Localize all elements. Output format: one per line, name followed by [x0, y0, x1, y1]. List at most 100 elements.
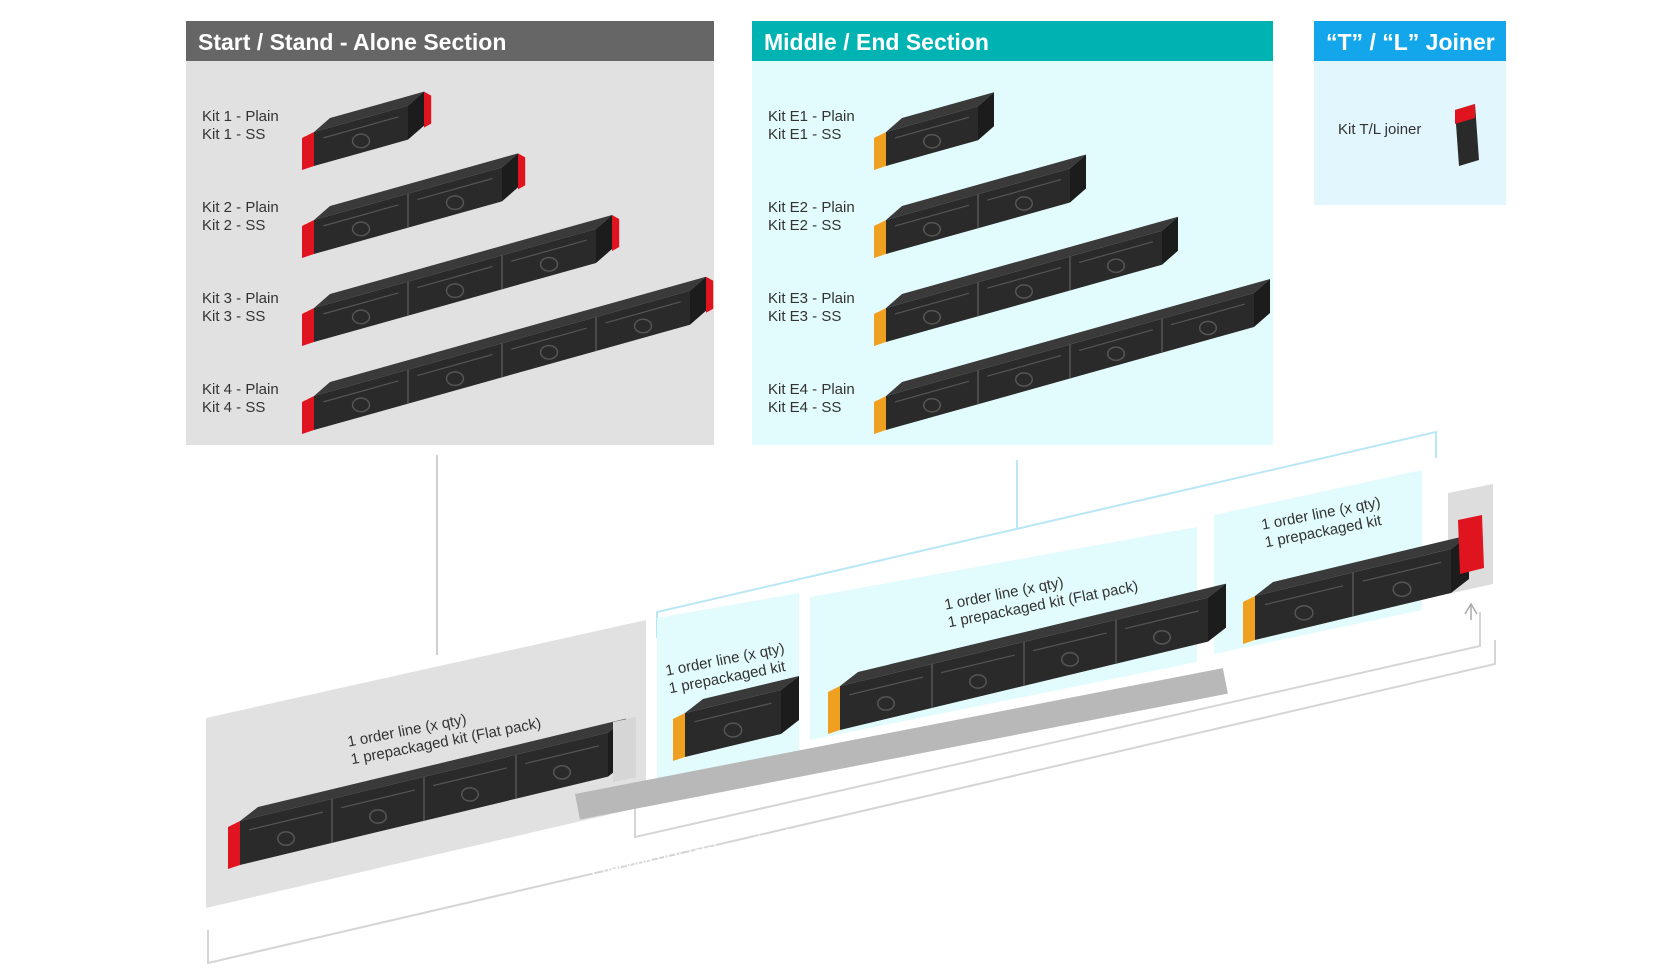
module-top-face: [685, 675, 799, 713]
module-top-face: [314, 276, 706, 396]
middle-kit-3-label: Kit E3 - Plain Kit E3 - SS: [768, 290, 855, 326]
kit-plain-label: Kit 2 - Plain: [202, 199, 279, 216]
module-side-face: [1208, 583, 1226, 642]
module-hole-icon: [1294, 605, 1314, 621]
end-cap-left: [874, 132, 886, 170]
kit-ss-label: Kit 4 - SS: [202, 399, 266, 416]
inner-check-bracket: [634, 612, 1481, 839]
module-detail-line: [417, 353, 493, 377]
middle-section-title: Middle / End Section: [752, 21, 1273, 61]
module-hole-icon: [1014, 196, 1034, 211]
module-hole-icon: [723, 722, 743, 738]
module-detail-line: [987, 354, 1061, 377]
end-cap-left: [673, 713, 685, 761]
end-cap-left: [874, 308, 886, 346]
module-detail-line: [511, 239, 587, 262]
middle-kit-2-label: Kit E2 - Plain Kit E2 - SS: [768, 199, 855, 235]
module-detail-line: [417, 265, 493, 289]
kit-drawings-layer: [228, 91, 1484, 869]
kit-ss-label: Kit E4 - SS: [768, 399, 842, 416]
module-side-face: [690, 276, 706, 325]
kit-ss-label: Kit E3 - SS: [768, 308, 842, 325]
start-kit-3-label: Kit 3 - Plain Kit 3 - SS: [202, 290, 279, 326]
module-hole-icon: [1060, 652, 1080, 667]
module-detail-line: [525, 745, 599, 765]
module-top-face: [886, 92, 994, 132]
end-cap-left: [302, 308, 314, 346]
module-hole-icon: [445, 195, 465, 211]
module-side-face: [978, 92, 994, 141]
module-hole-icon: [1014, 284, 1034, 299]
module-top-face: [240, 718, 626, 821]
kit-ss-label: Kit 1 - SS: [202, 126, 266, 143]
module-detail-line: [694, 702, 772, 723]
module-detail-line: [849, 676, 923, 696]
module-detail-line: [341, 789, 415, 809]
module-detail-line: [1264, 585, 1344, 606]
kit-plain-label: Kit E1 - Plain: [768, 108, 855, 125]
module-hole-icon: [351, 397, 371, 413]
module-hole-icon: [552, 764, 572, 780]
module-side-face: [1070, 154, 1086, 203]
module-side-face: [596, 215, 612, 264]
module-detail-line: [941, 654, 1015, 674]
module-hole-icon: [276, 831, 296, 846]
start-section-title: Start / Stand - Alone Section: [186, 21, 714, 61]
middle-kit-4-label: Kit E4 - Plain Kit E4 - SS: [768, 381, 855, 417]
outer-check-bracket: [207, 640, 1496, 965]
end-cap-left: [1243, 596, 1255, 644]
module-side-face: [408, 91, 424, 140]
module-side-face: [1162, 216, 1178, 265]
joiner-cap-icon: [1455, 104, 1475, 124]
module-top-face: [886, 154, 1086, 220]
start-kit-1-label: Kit 1 - Plain Kit 1 - SS: [202, 108, 279, 144]
module-detail-line: [1079, 329, 1153, 351]
end-cap-left: [828, 686, 840, 734]
start-kit-2-label: Kit 2 - Plain Kit 2 - SS: [202, 199, 279, 235]
end-cap-left: [302, 132, 314, 170]
module-detail-line: [605, 301, 681, 324]
module-detail-line: [1125, 610, 1199, 630]
module-detail-line: [323, 292, 399, 315]
module-side-face: [502, 153, 518, 202]
start-kit-4-label: Kit 4 - Plain Kit 4 - SS: [202, 381, 279, 417]
module-side-face: [781, 675, 799, 734]
middle-kit-1-label: Kit E1 - Plain Kit E1 - SS: [768, 108, 855, 144]
kit-plain-label: Kit E2 - Plain: [768, 199, 855, 216]
end-cap-left: [874, 396, 886, 434]
end-cap-right: [706, 276, 714, 313]
end-cap-right: [612, 215, 620, 252]
module-detail-line: [511, 327, 587, 350]
joiner-kit-label: Kit T/L joiner: [1338, 121, 1422, 138]
module-hole-icon: [351, 309, 371, 325]
module-hole-icon: [351, 221, 371, 237]
module-detail-line: [1171, 303, 1245, 326]
module-hole-icon: [968, 674, 988, 689]
module-top-face: [886, 278, 1270, 396]
kit-plain-label: Kit 4 - Plain: [202, 381, 279, 398]
end-cap-left: [302, 396, 314, 434]
end-cap-left: [302, 220, 314, 258]
module-top-face: [886, 216, 1178, 308]
module-hole-icon: [445, 283, 465, 299]
module-hole-icon: [460, 787, 480, 802]
module-hole-icon: [1392, 581, 1412, 598]
module-detail-line: [987, 178, 1061, 201]
module-hole-icon: [539, 256, 559, 272]
module-hole-icon: [1106, 258, 1126, 274]
module-detail-line: [323, 116, 399, 139]
module-detail-line: [895, 380, 969, 403]
module-hole-icon: [445, 371, 465, 387]
module-detail-line: [1079, 241, 1153, 263]
module-hole-icon: [633, 318, 653, 334]
module-hole-icon: [1014, 372, 1034, 387]
joiner-assembly-icon: [1458, 515, 1484, 574]
module-hole-icon: [922, 221, 942, 237]
end-cap-left: [228, 821, 240, 869]
module-detail-line: [433, 767, 507, 787]
end-cap-ghost-icon: [613, 717, 636, 782]
module-detail-line: [895, 292, 969, 315]
kit-plain-label: Kit E3 - Plain: [768, 290, 855, 307]
kit-ss-label: Kit 3 - SS: [202, 308, 266, 325]
